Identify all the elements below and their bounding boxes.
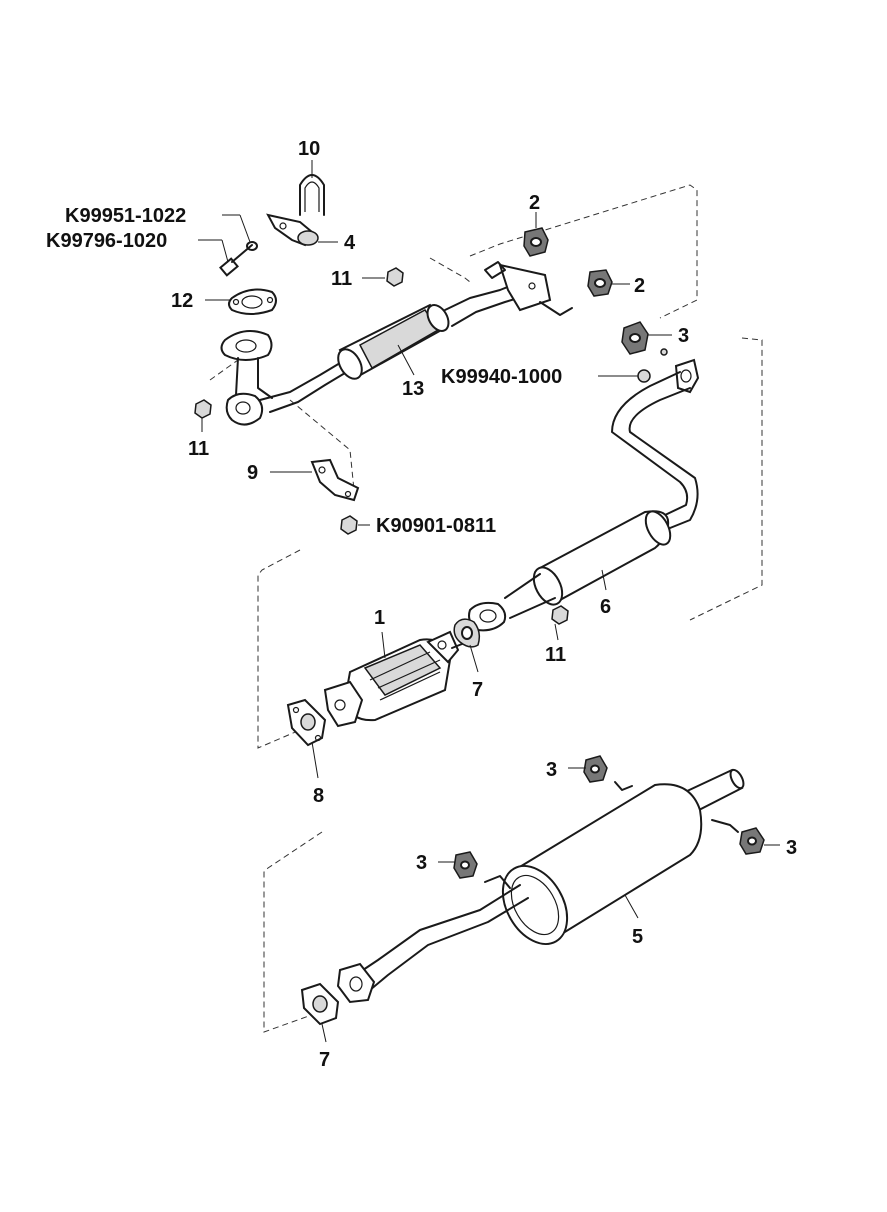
label-1: 1	[374, 607, 385, 629]
label-k90901-0811: K90901-0811	[376, 515, 496, 537]
label-11-left: 11	[188, 438, 209, 460]
label-11-upper: 11	[331, 268, 352, 290]
label-10: 10	[298, 138, 320, 160]
nut-icon	[386, 267, 404, 287]
gasket-icon	[453, 618, 481, 648]
label-9: 9	[247, 462, 258, 484]
label-7-upper: 7	[472, 679, 483, 701]
label-7-lower: 7	[319, 1049, 330, 1071]
label-3-upper: 3	[678, 325, 689, 347]
hanger-rubber-icon	[739, 827, 765, 855]
front-pipe-13	[220, 261, 573, 426]
part-labels: 10 K99951-1022 K99796-1020 4 2 2 11 12 3…	[46, 138, 797, 1071]
hanger-rubber-icon	[583, 755, 608, 783]
muffler-icon	[484, 768, 745, 945]
nut-icon	[551, 605, 569, 625]
bolt-icon	[219, 244, 253, 277]
label-12: 12	[171, 290, 193, 312]
label-2-lower: 2	[634, 275, 645, 297]
bracket-clamp-icon	[266, 213, 319, 247]
u-bolt-icon	[299, 174, 325, 216]
label-k99940-1000: K99940-1000	[441, 366, 562, 388]
label-k99951-1022: K99951-1022	[65, 205, 186, 227]
label-8: 8	[313, 785, 324, 807]
catalytic-converter-icon	[323, 630, 463, 728]
leader-lines	[198, 160, 780, 1043]
label-13: 13	[402, 378, 424, 400]
bracket-9-icon	[310, 458, 360, 502]
nut-icon	[340, 515, 358, 535]
label-11-center: 11	[545, 644, 566, 666]
label-3-rear-right: 3	[786, 837, 797, 859]
label-5: 5	[632, 926, 643, 948]
label-4: 4	[344, 232, 356, 254]
hanger-rubber-icon	[621, 321, 649, 355]
center-pipe-6	[468, 358, 700, 632]
rear-pipe-icon	[336, 884, 529, 1004]
hanger-rubber-icon	[523, 227, 549, 257]
washer-icon	[637, 348, 668, 383]
front-gasket-icon	[228, 288, 277, 315]
gasket-icon	[286, 698, 327, 747]
hanger-rubber-icon	[587, 269, 613, 297]
nut-icon	[194, 399, 212, 419]
label-3-rear-mid: 3	[416, 852, 427, 874]
label-6: 6	[600, 596, 611, 618]
label-3-rear-left: 3	[546, 759, 557, 781]
label-2-upper: 2	[529, 192, 540, 214]
hanger-rubber-icon	[453, 851, 478, 879]
gasket-icon	[300, 982, 340, 1026]
label-k99796-1020: K99796-1020	[46, 230, 167, 252]
